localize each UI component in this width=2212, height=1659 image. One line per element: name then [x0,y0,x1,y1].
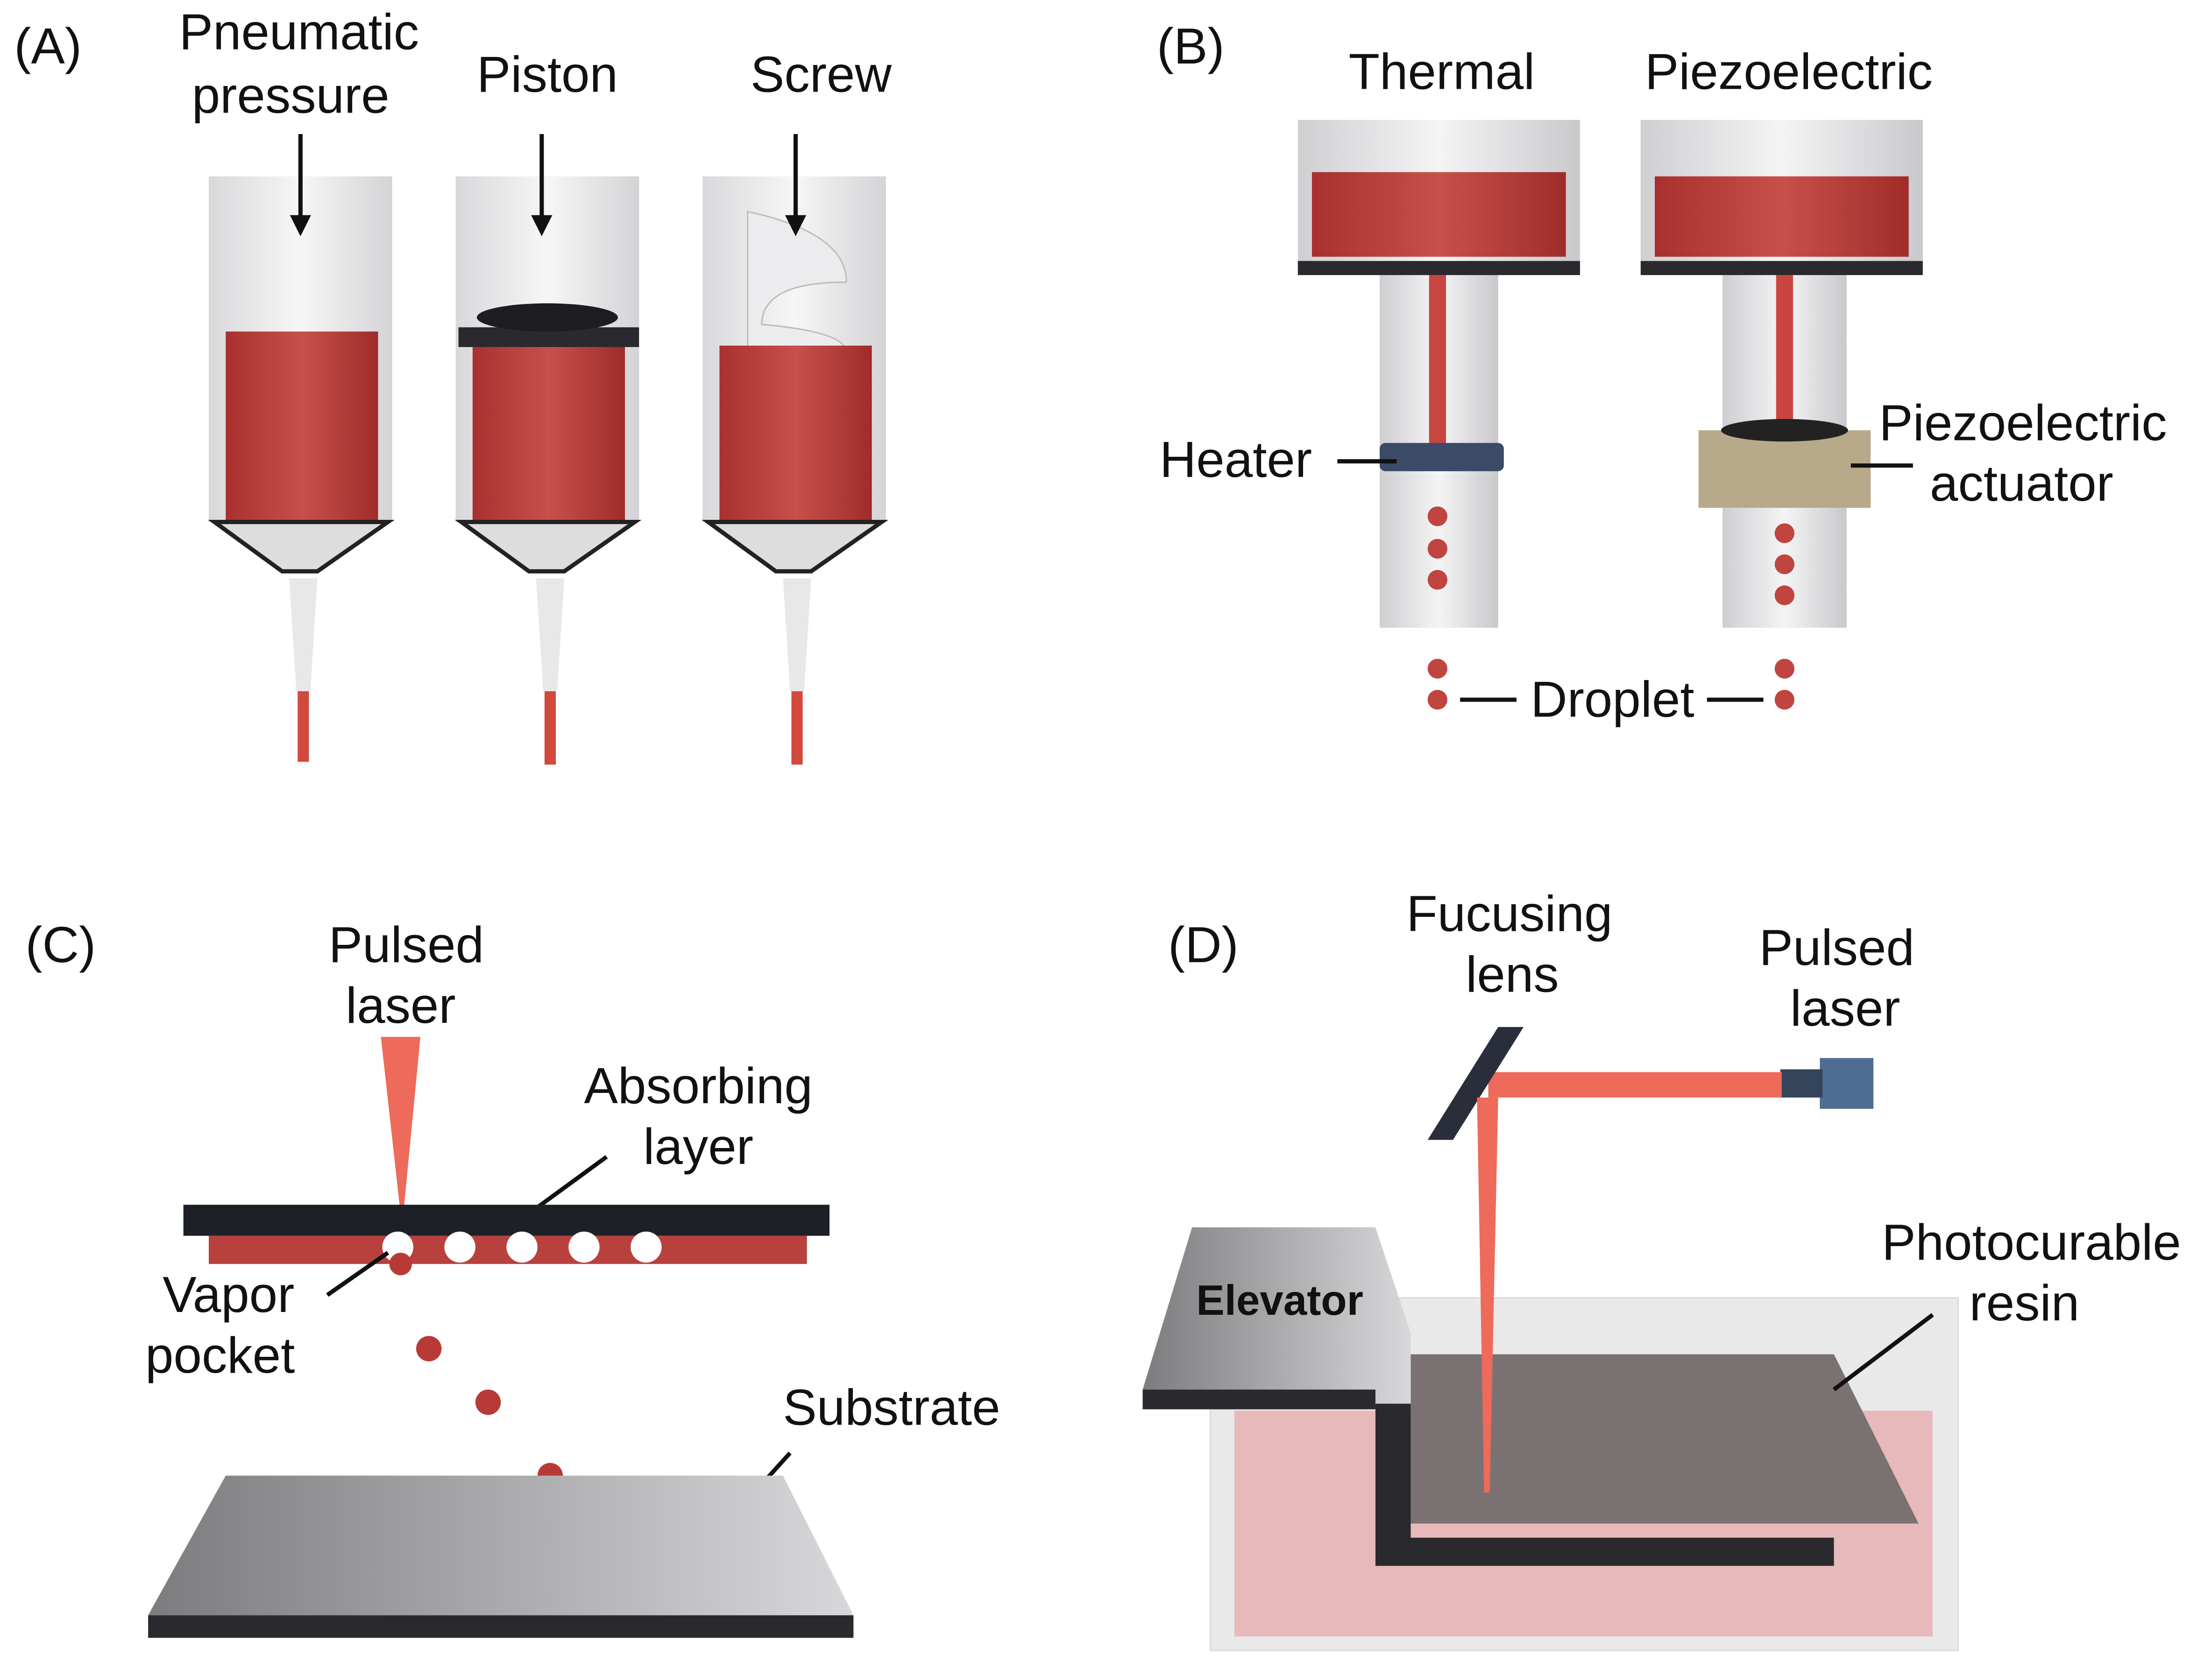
panel-a-extrusion: (A) Pneumatic pressure Piston Screw [14,4,892,765]
vertical-beam [1477,1097,1498,1493]
substrate [148,1475,854,1616]
elevator-label: Elevator [1196,1277,1363,1324]
laser-source [1820,1058,1874,1109]
panel-c-laser-assisted: (C) Pulsed laser Absorbing layer Vapor p… [25,917,1000,1638]
laser-d-label-1: Pulsed [1759,920,1914,976]
heater-label: Heater [1160,432,1312,488]
pulsed-laser-label-1: Pulsed [329,917,484,973]
panel-b-inkjet: (B) Thermal Piezoelectric Heater Piezoel… [1157,18,2167,728]
lens-label-1: Fucusing [1406,886,1612,942]
substrate-label: Substrate [783,1380,1000,1436]
absorbing-label-1: Absorbing [584,1058,813,1114]
actuator-label-1: Piezoelectric [1879,395,2167,451]
pneumatic-label-2: pressure [192,68,390,124]
syringe-screw [702,134,889,765]
absorbing-label-2: layer [643,1119,753,1175]
heater [1379,443,1504,471]
syringe-piston [454,134,642,765]
panel-d-tag: (D) [1168,917,1239,973]
piezo-printhead [1640,120,1923,710]
horizontal-beam [1488,1072,1782,1098]
piezo-actuator [1698,430,1871,508]
panel-b-tag: (B) [1157,18,1225,75]
droplet-label: Droplet [1531,671,1694,728]
lens-label-2: lens [1466,946,1559,1003]
thermal-printhead [1297,120,1580,710]
laser-beam [381,1037,421,1227]
panel-c-tag: (C) [25,917,96,973]
focusing-lens [1427,1027,1524,1140]
vapor-label-1: Vapor [163,1267,294,1323]
vapor-label-2: pocket [145,1327,295,1384]
thermal-label: Thermal [1348,43,1535,100]
pulsed-laser-label-2: laser [346,978,456,1034]
panel-d-stereolithography: (D) Fucusing lens Pulsed laser Elevator … [1142,886,2181,1652]
resin-label-1: Photocurable [1882,1214,2181,1271]
elevator [1142,1227,1411,1404]
panel-a-tag: (A) [14,18,82,75]
syringe-pneumatic [208,134,395,762]
pneumatic-label-1: Pneumatic [179,4,419,61]
actuator-label-2: actuator [1930,455,2113,512]
piston-label: Piston [477,46,618,103]
screw-label: Screw [751,46,892,103]
laser-d-label-2: laser [1790,980,1900,1037]
piezo-label: Piezoelectric [1645,43,1933,100]
build-platform [1411,1354,1919,1524]
absorbing-layer [183,1205,830,1236]
resin-label-2: resin [1969,1275,2079,1332]
